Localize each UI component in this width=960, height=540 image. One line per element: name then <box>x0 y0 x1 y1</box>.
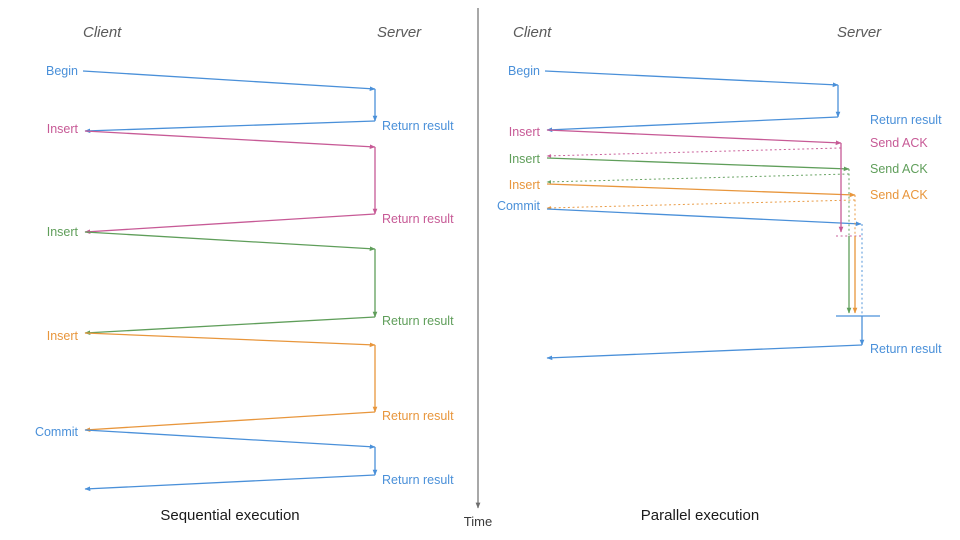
lane-title-client: Client <box>83 24 122 41</box>
client-label-parallel-1: Insert <box>509 125 541 139</box>
message-insert2-return <box>84 316 376 336</box>
message-begin-request <box>82 70 376 92</box>
message-begin-return <box>84 120 376 134</box>
message-insert1-return <box>84 213 376 235</box>
message-commit-return <box>84 474 376 492</box>
message-insert2-request <box>84 231 376 252</box>
server-label-sequential-0: Return result <box>382 119 454 133</box>
server-label-parallel-3: Send ACK <box>870 188 928 202</box>
message-commit-return <box>546 344 863 361</box>
client-label-parallel-0: Begin <box>508 64 540 78</box>
time-axis: Time <box>464 8 492 529</box>
server-label-parallel-4: Return result <box>870 342 942 356</box>
server-label-parallel-1: Send ACK <box>870 136 928 150</box>
time-axis-layer: Time <box>464 8 492 529</box>
server-label-parallel-2: Send ACK <box>870 162 928 176</box>
message-insert3-return <box>84 411 376 433</box>
server-label-parallel-0: Return result <box>870 113 942 127</box>
message-begin-return <box>546 116 839 133</box>
message-insert1-request <box>546 129 842 146</box>
panel-caption-sequential: Sequential execution <box>160 507 299 524</box>
server-label-sequential-2: Return result <box>382 314 454 328</box>
client-label-sequential-2: Insert <box>47 225 79 239</box>
client-label-parallel-2: Insert <box>509 152 541 166</box>
message-insert3-ack <box>546 199 856 210</box>
client-label-parallel-3: Insert <box>509 178 541 192</box>
message-insert3-request <box>84 332 376 348</box>
message-commit-request <box>546 208 862 227</box>
lane-title-server: Server <box>377 24 422 41</box>
server-label-sequential-3: Return result <box>382 409 454 423</box>
message-commit-request <box>84 429 376 450</box>
server-label-sequential-4: Return result <box>382 473 454 487</box>
time-axis-label: Time <box>464 514 492 529</box>
message-insert2-ack <box>546 173 850 184</box>
client-label-sequential-0: Begin <box>46 64 78 78</box>
message-insert2-request <box>546 157 850 172</box>
panel-caption-parallel: Parallel execution <box>641 507 759 524</box>
server-label-sequential-1: Return result <box>382 212 454 226</box>
message-insert1-request <box>84 130 376 150</box>
message-insert3-request <box>546 183 856 198</box>
client-label-sequential-3: Insert <box>47 329 79 343</box>
lane-title-client: Client <box>513 24 552 41</box>
message-insert1-ack <box>546 147 842 158</box>
lane-title-server: Server <box>837 24 882 41</box>
client-label-parallel-4: Commit <box>497 199 541 213</box>
message-begin-request <box>544 70 839 88</box>
client-label-sequential-4: Commit <box>35 425 79 439</box>
client-label-sequential-1: Insert <box>47 122 79 136</box>
